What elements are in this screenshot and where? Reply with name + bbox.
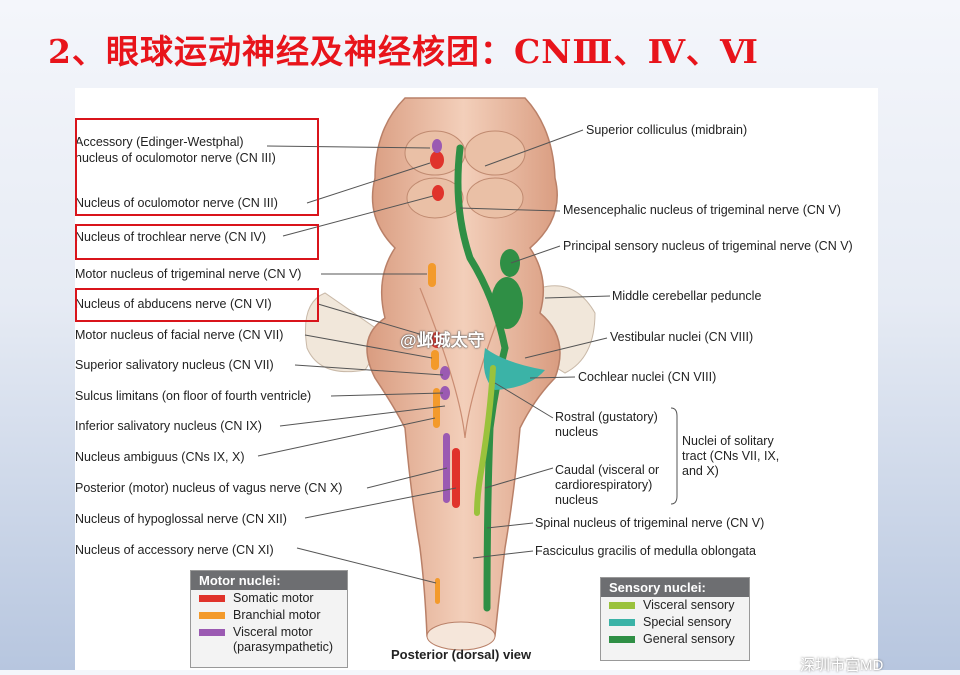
label-caudal-visceral-line3: nucleus bbox=[555, 493, 599, 507]
label-vestibular-nuclei: Vestibular nuclei (CN VIII) bbox=[610, 330, 754, 344]
label-vagus-motor: Posterior (motor) nucleus of vagus nerve… bbox=[75, 481, 343, 495]
label-principal-sensory-trigeminal: Principal sensory nucleus of trigeminal … bbox=[563, 239, 853, 253]
legend-motor-item: Somatic motor bbox=[191, 590, 347, 607]
label-superior-salivatory: Superior salivatory nucleus (CN VII) bbox=[75, 358, 274, 372]
legend-sensory-nuclei: Sensory nuclei: Visceral sensory Special… bbox=[600, 577, 750, 661]
label-edinger-westphal: Accessory (Edinger-Westphal) bbox=[75, 135, 244, 149]
legend-sensory-label: General sensory bbox=[643, 632, 735, 646]
brainstem-figure: Accessory (Edinger-Westphal) nucleus of … bbox=[75, 88, 878, 670]
legend-motor-label: Visceral motor bbox=[233, 625, 313, 639]
bottom-watermark: 深圳市宫MD bbox=[800, 657, 884, 674]
legend-sensory-label: Visceral sensory bbox=[643, 598, 735, 612]
highlight-oculomotor bbox=[75, 118, 319, 216]
label-spinal-trigeminal: Spinal nucleus of trigeminal nerve (CN V… bbox=[535, 516, 765, 530]
branchial-motor-swatch bbox=[199, 612, 225, 619]
label-mesencephalic-trigeminal: Mesencephalic nucleus of trigeminal nerv… bbox=[563, 203, 841, 217]
label-solitary-tract: Nuclei of solitary bbox=[682, 434, 774, 448]
label-edinger-westphal-line2: nucleus of oculomotor nerve (CN III) bbox=[75, 151, 276, 165]
visceral-motor-swatch bbox=[199, 629, 225, 636]
label-caudal-visceral-line2: cardiorespiratory) bbox=[555, 478, 653, 492]
label-trochlear-nucleus: Nucleus of trochlear nerve (CN IV) bbox=[75, 230, 267, 244]
somatic-motor-swatch bbox=[199, 595, 225, 602]
legend-motor-item: Branchial motor bbox=[191, 607, 347, 624]
label-solitary-tract-line2: tract (CNs VII, IX, bbox=[682, 449, 780, 463]
label-oculomotor-nucleus: Nucleus of oculomotor nerve (CN III) bbox=[75, 196, 278, 210]
label-trigeminal-motor: Motor nucleus of trigeminal nerve (CN V) bbox=[75, 267, 302, 281]
weibo-watermark: @邺城太守 bbox=[400, 331, 485, 350]
label-middle-cerebellar-peduncle: Middle cerebellar peduncle bbox=[612, 289, 762, 303]
general-sensory-swatch bbox=[609, 636, 635, 643]
legend-motor-title: Motor nuclei: bbox=[191, 571, 347, 590]
abducens-nucleus bbox=[430, 332, 444, 348]
highlight-abducens bbox=[75, 288, 319, 322]
legend-motor-nuclei: Motor nuclei: Somatic motor Branchial mo… bbox=[190, 570, 348, 668]
label-hypoglossal: Nucleus of hypoglossal nerve (CN XII) bbox=[75, 512, 287, 526]
label-inferior-salivatory: Inferior salivatory nucleus (CN IX) bbox=[75, 419, 262, 433]
legend-sensory-item: General sensory bbox=[601, 631, 749, 648]
trochlear-nucleus bbox=[432, 185, 444, 201]
legend-sensory-label: Special sensory bbox=[643, 615, 732, 629]
legend-sensory-title: Sensory nuclei: bbox=[601, 578, 749, 597]
oculomotor-nucleus bbox=[430, 151, 444, 169]
view-caption: Posterior (dorsal) view bbox=[391, 647, 532, 662]
special-sensory-swatch bbox=[609, 619, 635, 626]
label-cochlear-nuclei: Cochlear nuclei (CN VIII) bbox=[578, 370, 717, 384]
legend-motor-label: Branchial motor bbox=[233, 608, 321, 622]
visceral-sensory-swatch bbox=[609, 602, 635, 609]
label-sulcus-limitans: Sulcus limitans (on floor of fourth vent… bbox=[75, 389, 312, 403]
label-nucleus-ambiguus: Nucleus ambiguus (CNs IX, X) bbox=[75, 450, 245, 464]
label-solitary-tract-line3: and X) bbox=[682, 464, 719, 478]
highlight-trochlear bbox=[75, 224, 319, 260]
legend-motor-item: Visceral motor (parasympathetic) bbox=[191, 624, 347, 656]
label-rostral-gustatory: Rostral (gustatory) bbox=[555, 410, 658, 424]
label-facial-motor: Motor nucleus of facial nerve (CN VII) bbox=[75, 328, 284, 342]
right-leader-lines bbox=[459, 129, 611, 559]
hypoglossal-nucleus bbox=[452, 448, 460, 508]
label-fasciculus-gracilis: Fasciculus gracilis of medulla oblongata bbox=[535, 544, 756, 558]
legend-motor-label: Somatic motor bbox=[233, 591, 314, 605]
legend-sensory-item: Special sensory bbox=[601, 614, 749, 631]
left-leader-lines bbox=[257, 145, 457, 584]
label-superior-colliculus: Superior colliculus (midbrain) bbox=[586, 123, 748, 137]
label-caudal-visceral: Caudal (visceral or bbox=[555, 463, 660, 477]
brainstem-illustration bbox=[257, 97, 678, 651]
slide-title: 2、眼球运动神经及神经核团：CNⅢ、Ⅳ、Ⅵ bbox=[48, 32, 759, 71]
label-rostral-gustatory-line2: nucleus bbox=[555, 425, 599, 439]
label-accessory-nucleus: Nucleus of accessory nerve (CN XI) bbox=[75, 543, 274, 557]
label-abducens-nucleus: Nucleus of abducens nerve (CN VI) bbox=[75, 297, 272, 311]
legend-motor-parasympathetic: (parasympathetic) bbox=[233, 640, 334, 654]
legend-sensory-item: Visceral sensory bbox=[601, 597, 749, 614]
